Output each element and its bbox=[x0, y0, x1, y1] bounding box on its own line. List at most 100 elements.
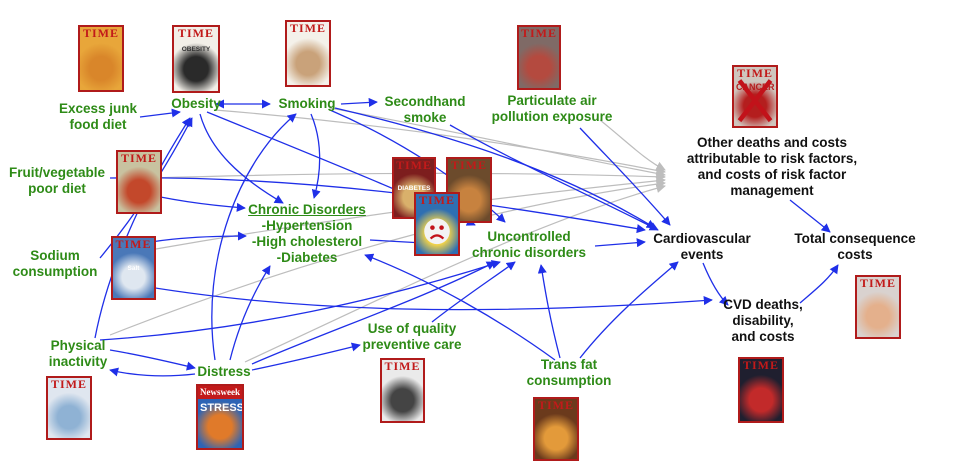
edge-obesity-chronic bbox=[199, 113, 284, 204]
edge-distress-preventive bbox=[251, 342, 361, 371]
cover-physical-image: TIME bbox=[46, 376, 92, 440]
cover-artwork bbox=[48, 392, 90, 438]
node-line: Other deaths and costs bbox=[696, 135, 848, 150]
node-line: Smoking bbox=[278, 96, 336, 111]
node-line: management bbox=[730, 183, 814, 198]
node-line: Sodium bbox=[30, 248, 80, 263]
edge-transfat-cvd bbox=[579, 261, 679, 359]
node-line: attributable to risk factors, bbox=[686, 151, 858, 166]
edge-smoking-secondhand bbox=[340, 97, 378, 107]
cover-artwork bbox=[287, 37, 329, 85]
node-line: Chronic Disorders bbox=[248, 202, 366, 217]
node-line: Total consequence bbox=[794, 231, 916, 246]
node-line: Particulate air bbox=[507, 93, 597, 108]
edge-other-total bbox=[789, 199, 831, 233]
node-line: -Hypertension bbox=[261, 218, 353, 233]
sad-face-icon bbox=[424, 218, 450, 245]
edge-distress-smoking bbox=[211, 113, 297, 361]
edge-physical-obesity bbox=[94, 117, 191, 339]
cover-artwork bbox=[118, 166, 160, 212]
cover-masthead: TIME bbox=[450, 158, 487, 172]
cover-masthead: TIME bbox=[115, 237, 152, 251]
cover-tagline: OBESITY bbox=[181, 46, 211, 54]
edge-preventive-uncontrolled bbox=[431, 261, 516, 323]
red-x-icon bbox=[737, 79, 773, 123]
node-line: smoke bbox=[403, 110, 447, 125]
node-line: disability, bbox=[732, 313, 794, 328]
edge-particulate-cvd bbox=[579, 127, 671, 226]
node-line: Trans fat bbox=[540, 357, 598, 372]
edge-smoking-chronic bbox=[310, 113, 321, 199]
node-line: Cardiovascular bbox=[653, 231, 751, 246]
node-line: Secondhand bbox=[384, 94, 466, 109]
cover-masthead: TIME bbox=[742, 358, 779, 372]
edge-physical-distress bbox=[109, 349, 196, 371]
edge-transfat-chronic bbox=[364, 253, 556, 361]
cover-heart-image: TIME bbox=[738, 357, 784, 423]
node-line: Distress bbox=[197, 364, 251, 379]
cover-masthead: TIME bbox=[520, 26, 557, 40]
cover-masthead: TIME bbox=[289, 21, 326, 35]
cover-masthead: Newsweek bbox=[198, 386, 242, 399]
node-line: CVD deaths, bbox=[723, 297, 803, 312]
cover-masthead: TIME bbox=[395, 158, 432, 172]
edge-sodium-deaths bbox=[119, 281, 713, 311]
edge-distress-physical bbox=[109, 367, 196, 377]
node-line: and costs of risk factor bbox=[697, 167, 847, 182]
node-chronic-disorders: Chronic Disorders-Hypertension-High chol… bbox=[248, 202, 366, 266]
edge-smoking-cvd bbox=[334, 107, 656, 229]
node-line: consumption bbox=[12, 264, 98, 279]
cover-artwork bbox=[198, 400, 242, 448]
cover-tagline: DIABETES bbox=[397, 185, 431, 193]
node-line: chronic disorders bbox=[471, 245, 587, 260]
cover-pollution-image: TIME bbox=[517, 25, 561, 90]
node-cvd-deaths-disability-costs: CVD deaths,disability,and costs bbox=[723, 297, 803, 345]
edge-deaths-total bbox=[799, 264, 839, 304]
edge-secondhand-cvd bbox=[449, 124, 659, 231]
cover-artwork bbox=[535, 413, 577, 459]
node-line: Fruit/vegetable bbox=[8, 165, 106, 180]
node-line: events bbox=[680, 247, 724, 262]
node-line: -Diabetes bbox=[276, 250, 338, 265]
node-line: pollution exposure bbox=[491, 109, 613, 124]
node-line: -High cholesterol bbox=[251, 234, 363, 249]
node-line: consumption bbox=[526, 373, 612, 388]
node-line: Physical bbox=[50, 338, 106, 353]
node-distress: Distress bbox=[197, 364, 250, 380]
cover-tagline: Salt bbox=[127, 265, 140, 272]
node-line: costs bbox=[837, 247, 873, 262]
cover-salt-image: TIME Salt bbox=[111, 236, 156, 300]
cover-artwork bbox=[113, 252, 154, 298]
cover-masthead: TIME bbox=[120, 151, 157, 165]
cover-masthead: TIME bbox=[859, 276, 896, 290]
node-obesity: Obesity bbox=[171, 96, 221, 112]
cover-health-image: TIME bbox=[380, 358, 425, 423]
edge-gray-smoking-other bbox=[329, 107, 666, 179]
cover-masthead: TIME bbox=[82, 26, 119, 40]
cover-masthead: TIME bbox=[50, 377, 87, 391]
cover-smoking-image: TIME bbox=[285, 20, 331, 87]
edge-fruit-cvd bbox=[109, 177, 646, 234]
cover-artwork bbox=[740, 373, 782, 421]
cover-cost-image: TIME bbox=[855, 275, 901, 339]
cover-masthead: TIME bbox=[384, 359, 421, 373]
cover-cholesterol-image: TIME bbox=[414, 192, 460, 256]
cover-artwork bbox=[174, 42, 218, 91]
cover-artwork bbox=[80, 42, 122, 90]
node-line: inactivity bbox=[48, 354, 108, 369]
node-line: and costs bbox=[731, 329, 795, 344]
edge-gray-particulate-other bbox=[599, 119, 666, 171]
edge-junk-obesity bbox=[139, 108, 181, 118]
